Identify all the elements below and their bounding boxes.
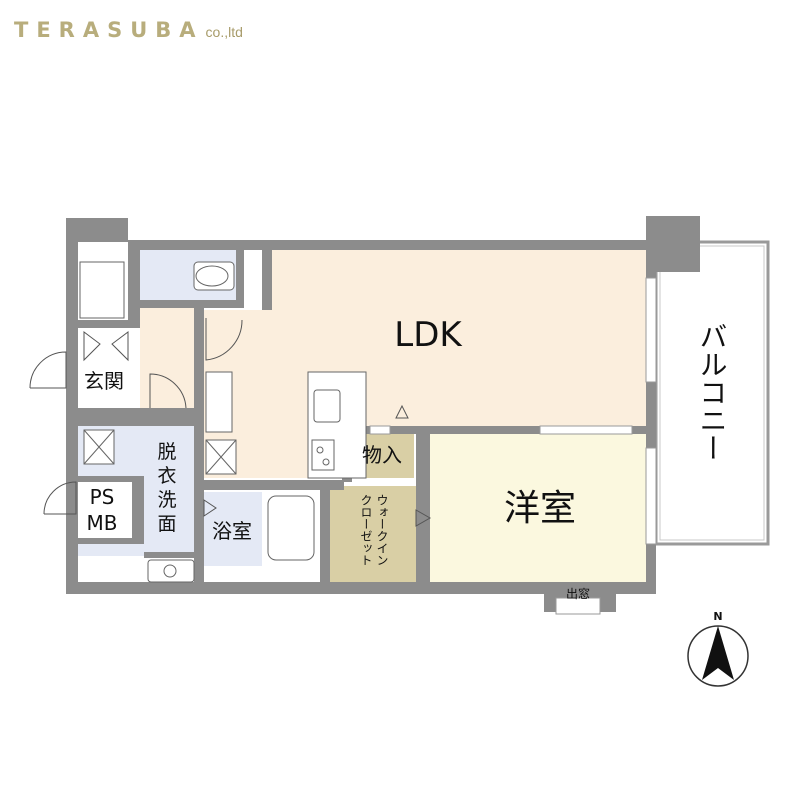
dressing-label-3: 洗 <box>157 489 176 511</box>
bathroom-label: 浴室 <box>212 519 252 543</box>
walls <box>66 216 700 612</box>
storage-label: 物入 <box>362 443 402 467</box>
walkin-closet-label-2: クローゼット <box>359 494 373 566</box>
hallway-floor <box>140 308 194 418</box>
compass-needle-icon <box>702 626 734 680</box>
fixtures <box>79 261 367 583</box>
dressing-label-1: 脱 <box>157 441 176 463</box>
bay-window-label: 出窓 <box>566 586 590 601</box>
ps-mb-floor <box>78 482 132 538</box>
doors <box>29 318 432 527</box>
fridge <box>205 371 233 433</box>
stove <box>311 439 335 471</box>
walkin-closet-floor <box>330 486 416 582</box>
dressing-label-2: 衣 <box>157 465 176 487</box>
ldk-label: LDK <box>394 315 463 355</box>
mb-label: MB <box>87 511 118 535</box>
logo-wordmark: TERASUBA <box>14 18 204 42</box>
bathroom-floor <box>204 492 262 566</box>
western-room-label: 洋室 <box>504 488 576 529</box>
company-logo: TERASUBA co.,ltd <box>14 18 243 48</box>
logo-suffix: co.,ltd <box>205 24 243 40</box>
entrance-label: 玄関 <box>84 369 124 393</box>
kitchen-sink <box>313 389 341 423</box>
windows <box>369 277 657 615</box>
ps-label: PS <box>90 485 115 509</box>
shoe-cabinet <box>79 261 125 319</box>
bathtub <box>267 495 315 561</box>
walkin-closet-label-1: ウォークイン <box>375 494 389 566</box>
dressing-label-4: 面 <box>157 513 176 535</box>
compass: N <box>687 610 749 687</box>
western-room-floor <box>430 434 646 582</box>
toilet-bowl <box>195 265 229 287</box>
compass-north-label: N <box>713 610 722 623</box>
balcony-inner <box>659 245 765 541</box>
balcony-label: バルコニー <box>696 322 729 462</box>
